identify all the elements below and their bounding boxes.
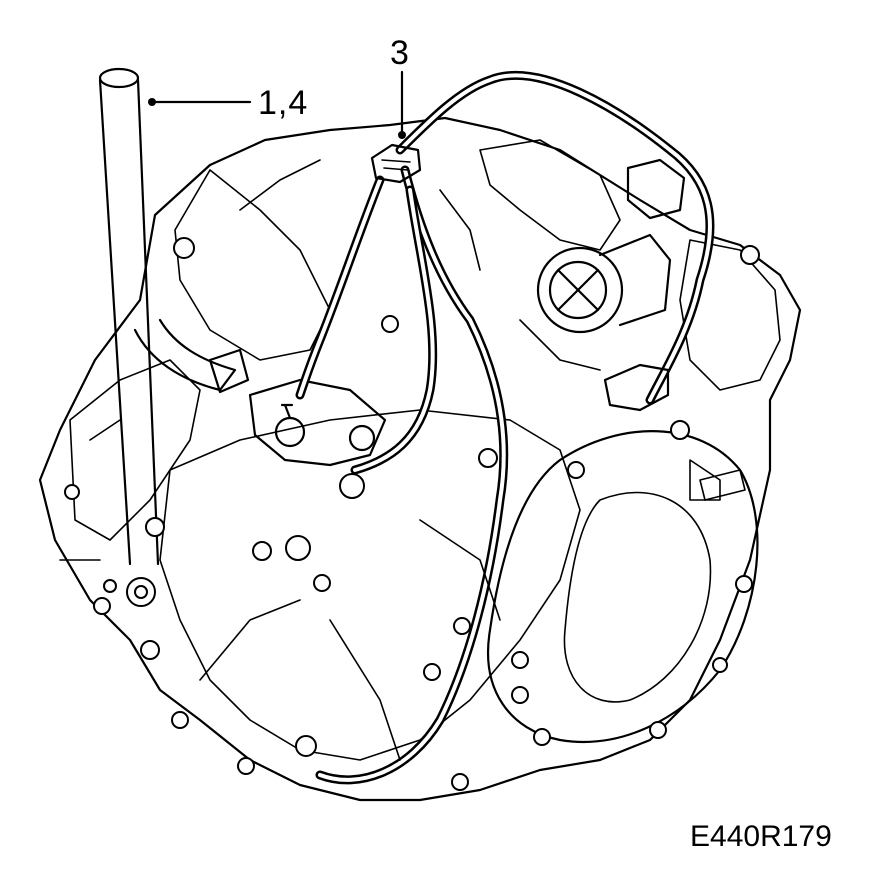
main-cable [395,71,715,405]
port-inner [548,260,608,320]
housing-flange [159,409,581,761]
port-outer [536,246,624,334]
left-case [69,359,201,541]
connector-detail [381,159,411,171]
upper-case [174,169,331,361]
shift-knob [274,416,306,448]
lower-hose-inner [353,188,435,472]
leader-dot-14 [148,98,156,106]
top-plug [626,158,686,220]
callout-1-4: 1,4 [258,84,309,122]
shift-plate [248,378,387,467]
tube-mount-hole [134,585,148,599]
long-cable-inner [318,168,506,782]
housing-outline [38,116,802,802]
vent-tube [98,78,160,566]
bell-housing [487,430,759,743]
bell-housing-inner [563,491,712,703]
shift-lever [280,403,294,420]
bell-housing-tab [699,469,746,501]
bolt-group [64,237,760,791]
shift-port [348,424,376,452]
leader-dot-3 [398,131,406,139]
port-neck [598,233,672,327]
callout-3: 3 [390,34,409,72]
figure-code: E440R179 [690,820,832,853]
connector-3 [370,143,422,184]
right-plug [603,363,670,412]
main-cable-inner [398,73,712,402]
rear-cover [479,139,621,251]
side-hose-inner [298,178,382,397]
vent-tube-top [98,67,140,89]
port-cross [556,268,600,312]
housing-ribs [59,159,721,761]
vent-tube-clamp [208,348,250,394]
